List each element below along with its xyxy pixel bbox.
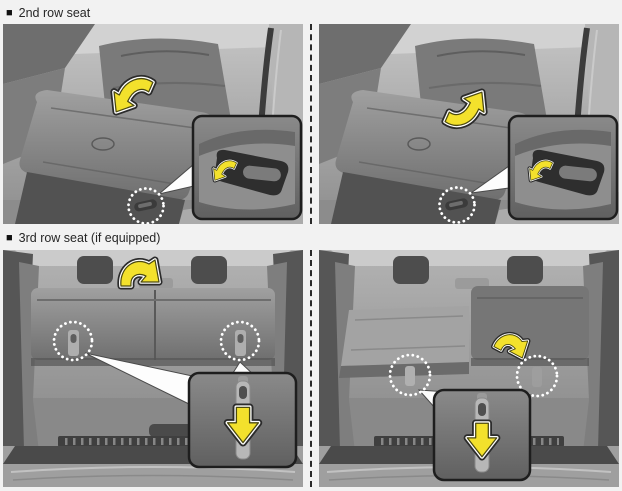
recline-lever-callout-circle — [438, 186, 476, 224]
section-label-2nd-row: ■ 2nd row seat — [0, 0, 622, 24]
head-restraint-art — [507, 256, 543, 284]
square-bullet-icon: ■ — [6, 6, 13, 19]
head-restraint-art — [393, 256, 429, 284]
dashed-divider — [303, 250, 319, 487]
section-label-text: 3rd row seat (if equipped) — [18, 231, 161, 245]
square-bullet-icon: ■ — [6, 231, 13, 244]
lever-closeup-inset — [191, 114, 303, 221]
seatback-left-folded-art — [339, 306, 469, 378]
photo-3rd-row-fold-flat — [319, 250, 619, 487]
lever-closeup-inset — [507, 114, 619, 221]
photo-2nd-row-fold-down — [3, 24, 303, 224]
section-label-3rd-row: ■ 3rd row seat (if equipped) — [0, 224, 622, 250]
recline-lever-callout-circle — [127, 187, 165, 224]
strap-callout-circle-right — [515, 354, 559, 398]
bottom-spacer — [0, 487, 622, 491]
strap-closeup-inset — [187, 371, 298, 469]
head-restraint-art — [191, 256, 227, 284]
photo-row-3rd-seat — [0, 250, 622, 487]
dashed-divider — [303, 24, 319, 224]
fold-over-arrow-icon — [121, 260, 159, 286]
head-restraint-art — [77, 256, 113, 284]
photo-3rd-row-fold-down — [3, 250, 303, 487]
strap-callout-circle-left — [388, 353, 432, 397]
strap-closeup-inset — [432, 388, 532, 482]
strap-callout-circle-left — [52, 320, 94, 362]
strap-callout-circle-right — [219, 320, 261, 362]
seatback-right-upright-art — [471, 286, 589, 366]
section-label-text: 2nd row seat — [18, 6, 91, 20]
photo-row-2nd-seat — [0, 24, 622, 224]
photo-2nd-row-fold-up — [319, 24, 619, 224]
